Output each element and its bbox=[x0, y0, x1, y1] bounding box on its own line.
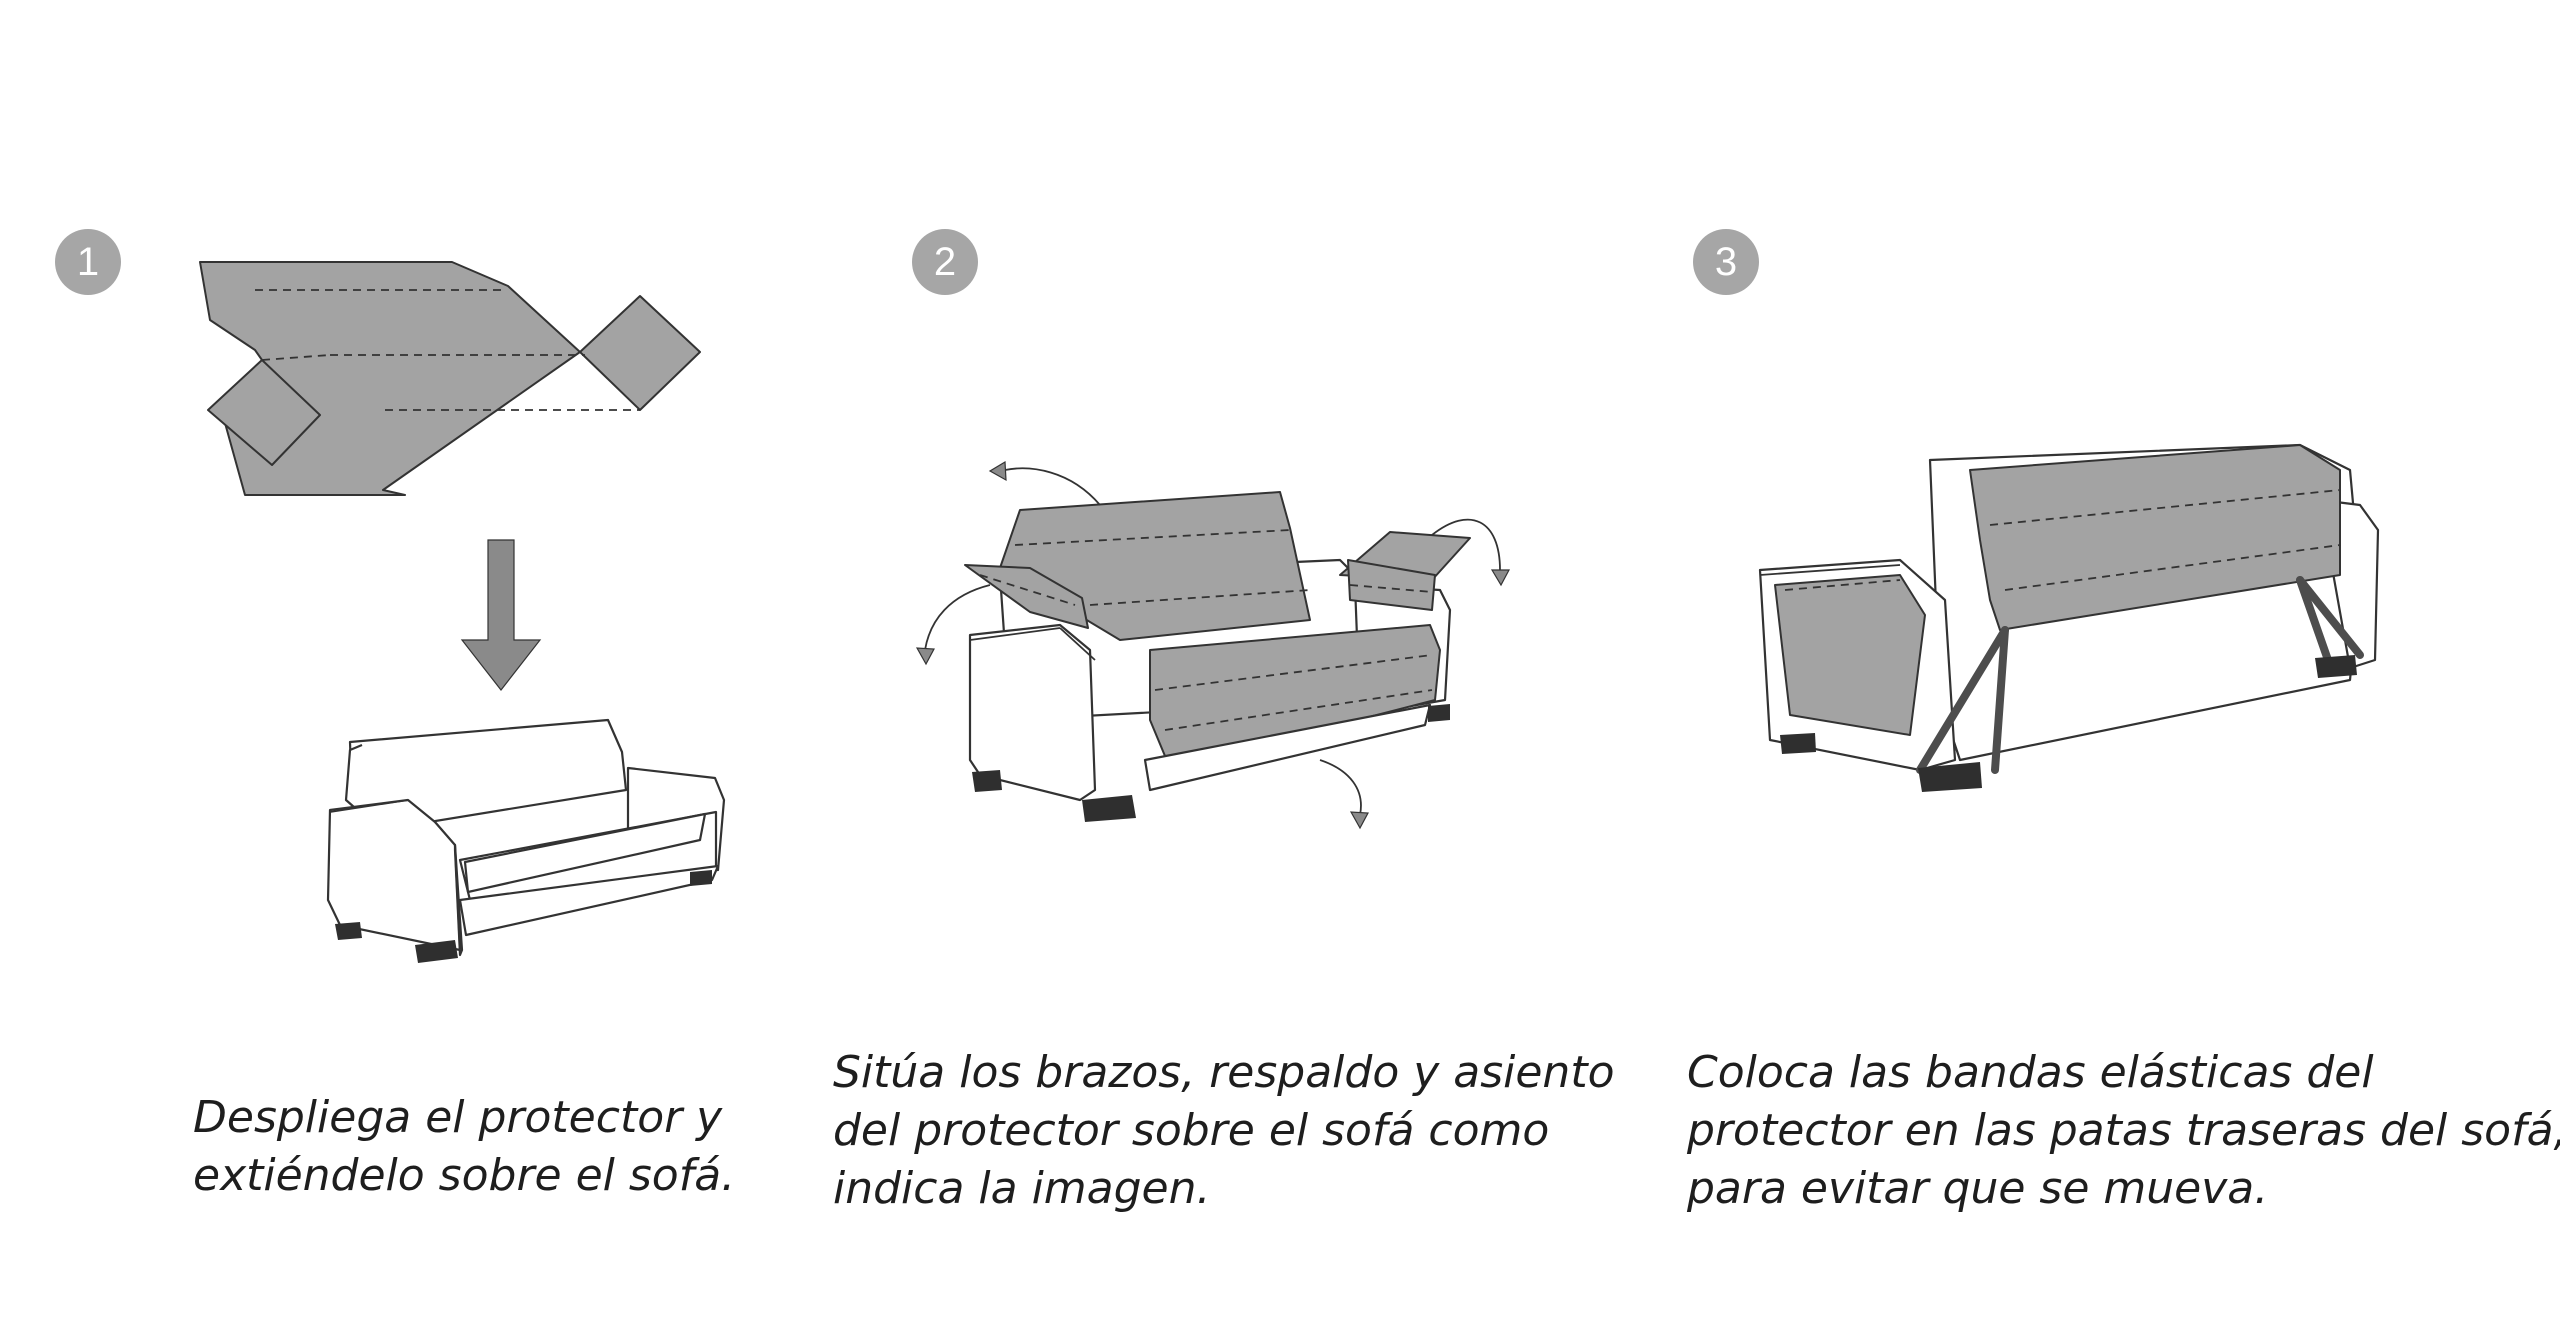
unfolded-protector-icon bbox=[199, 261, 701, 496]
step-3-illustration bbox=[1758, 443, 2380, 792]
step-2-caption: Sitúa los brazos, respaldo y asiento del… bbox=[833, 1044, 1615, 1218]
step-2-caption-line-3: indica la imagen. bbox=[833, 1163, 1211, 1214]
step-1-caption: Despliega el protector y extiéndelo sobr… bbox=[193, 1089, 735, 1205]
sofa-with-cover-icon bbox=[915, 460, 1510, 830]
step-1-caption-line-2: extiéndelo sobre el sofá. bbox=[193, 1150, 736, 1201]
step-1-number-badge: 1 bbox=[55, 229, 121, 295]
step-2-illustration bbox=[915, 460, 1510, 830]
step-1-illustration bbox=[199, 261, 726, 963]
down-arrow-icon bbox=[460, 539, 542, 691]
step-3-caption: Coloca las bandas elásticas del protecto… bbox=[1687, 1044, 2560, 1218]
sofa-icon bbox=[326, 718, 726, 963]
step-2: 2 bbox=[820, 0, 1660, 1317]
step-3-number-badge: 3 bbox=[1693, 229, 1759, 295]
step-2-caption-line-2: del protector sobre el sofá como bbox=[833, 1105, 1550, 1156]
step-3: 3 Coloca las ban bbox=[1660, 0, 2560, 1317]
step-1-caption-line-1: Despliega el protector y bbox=[193, 1092, 723, 1143]
step-3-caption-line-1: Coloca las bandas elásticas del bbox=[1687, 1047, 2374, 1098]
step-3-caption-line-3: para evitar que se mueva. bbox=[1687, 1163, 2269, 1214]
step-2-number-badge: 2 bbox=[912, 229, 978, 295]
step-3-caption-line-2: protector en las patas traseras del sofá… bbox=[1687, 1105, 2560, 1156]
step-2-caption-line-1: Sitúa los brazos, respaldo y asiento bbox=[833, 1047, 1615, 1098]
step-1: 1 bbox=[0, 0, 820, 1317]
sofa-back-view-icon bbox=[1758, 443, 2380, 792]
